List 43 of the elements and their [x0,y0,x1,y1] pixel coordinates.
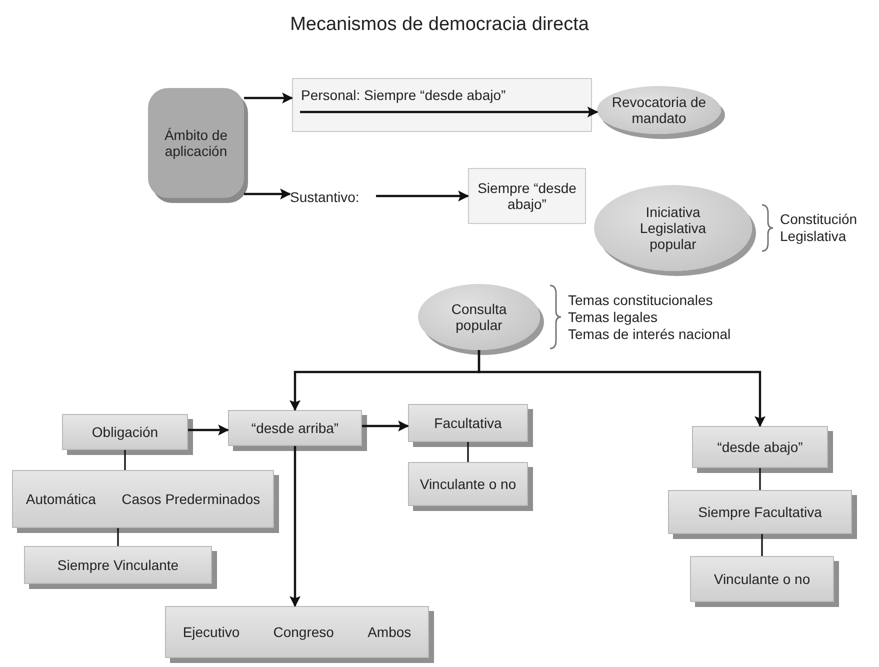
brace-note: Temas legales [568,308,658,326]
node-text: Facultativa [434,414,502,432]
arrow [244,92,294,104]
node-text: Siempre Facultativa [698,504,822,520]
node-text: Ejecutivo [182,624,240,640]
node-text: Ámbito de aplicación [163,126,229,160]
text-box [292,78,592,132]
connector-line [124,450,126,470]
node-text: Siempre Vinculante [57,556,179,574]
node-text: Ambos [368,624,412,640]
arrow [300,106,598,118]
rounded-box [148,88,244,198]
diagram-title: Mecanismos de democracia directa [289,14,590,36]
node-text: Revocatoria de mandato [610,94,708,126]
brace-note: Constitución [780,211,858,228]
node-text: “desde abajo” [717,438,803,456]
arrow [376,190,470,202]
brace-note: Legislativa [780,228,846,245]
brace-note: Temas de interés nacional [568,326,731,342]
arrow [290,446,300,608]
brace-note: Temas constitucionales [568,292,713,308]
connector-line [467,442,469,462]
ellipse-node [597,86,721,134]
node-text: Casos Prederminados [122,490,260,508]
arrow [478,350,766,428]
node-text: Vinculante o no [420,476,516,492]
node-text: Congreso [273,624,334,640]
node-text: Iniciativa Legislativa popular [638,204,708,252]
arrow [244,188,292,200]
node-text: Obligación [92,424,158,440]
arrow [362,420,410,432]
node-text: Personal: Siempre “desde abajo” [301,87,506,104]
node-text: Siempre “desde abajo” [477,180,577,212]
text-box [468,168,586,224]
node-text: “desde arriba” [251,420,339,436]
connector-line [761,534,763,556]
connector-line [117,528,119,546]
arrow [188,424,230,436]
connector-line [759,468,761,490]
arrow-label: Sustantivo: [290,188,360,206]
node-text: Consulta popular [450,300,508,334]
node-text: Automática [26,490,96,508]
node-text: Vinculante o no [714,570,810,588]
